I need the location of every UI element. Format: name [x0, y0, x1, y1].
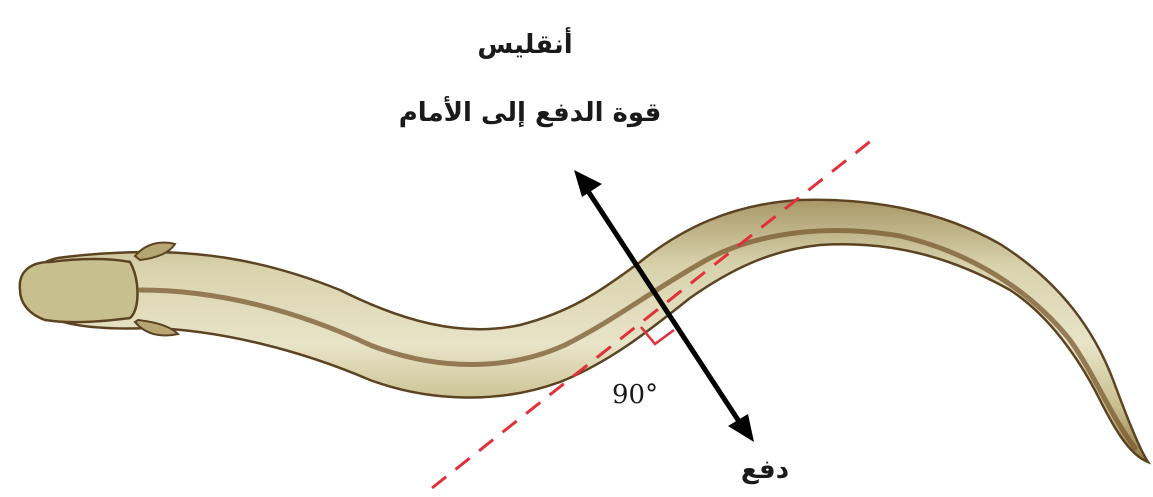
tangent-line	[432, 140, 872, 488]
forward-force-label: قوة الدفع إلى الأمام	[380, 98, 680, 128]
arrowhead-forward	[574, 170, 602, 197]
thrust-label: دفع	[725, 455, 805, 485]
eel-illustration	[20, 200, 1148, 462]
diagram-title: أنقليس	[460, 30, 590, 60]
eel-head	[20, 259, 138, 322]
angle-label: 90°	[612, 380, 658, 410]
arrowhead-thrust	[728, 414, 754, 442]
